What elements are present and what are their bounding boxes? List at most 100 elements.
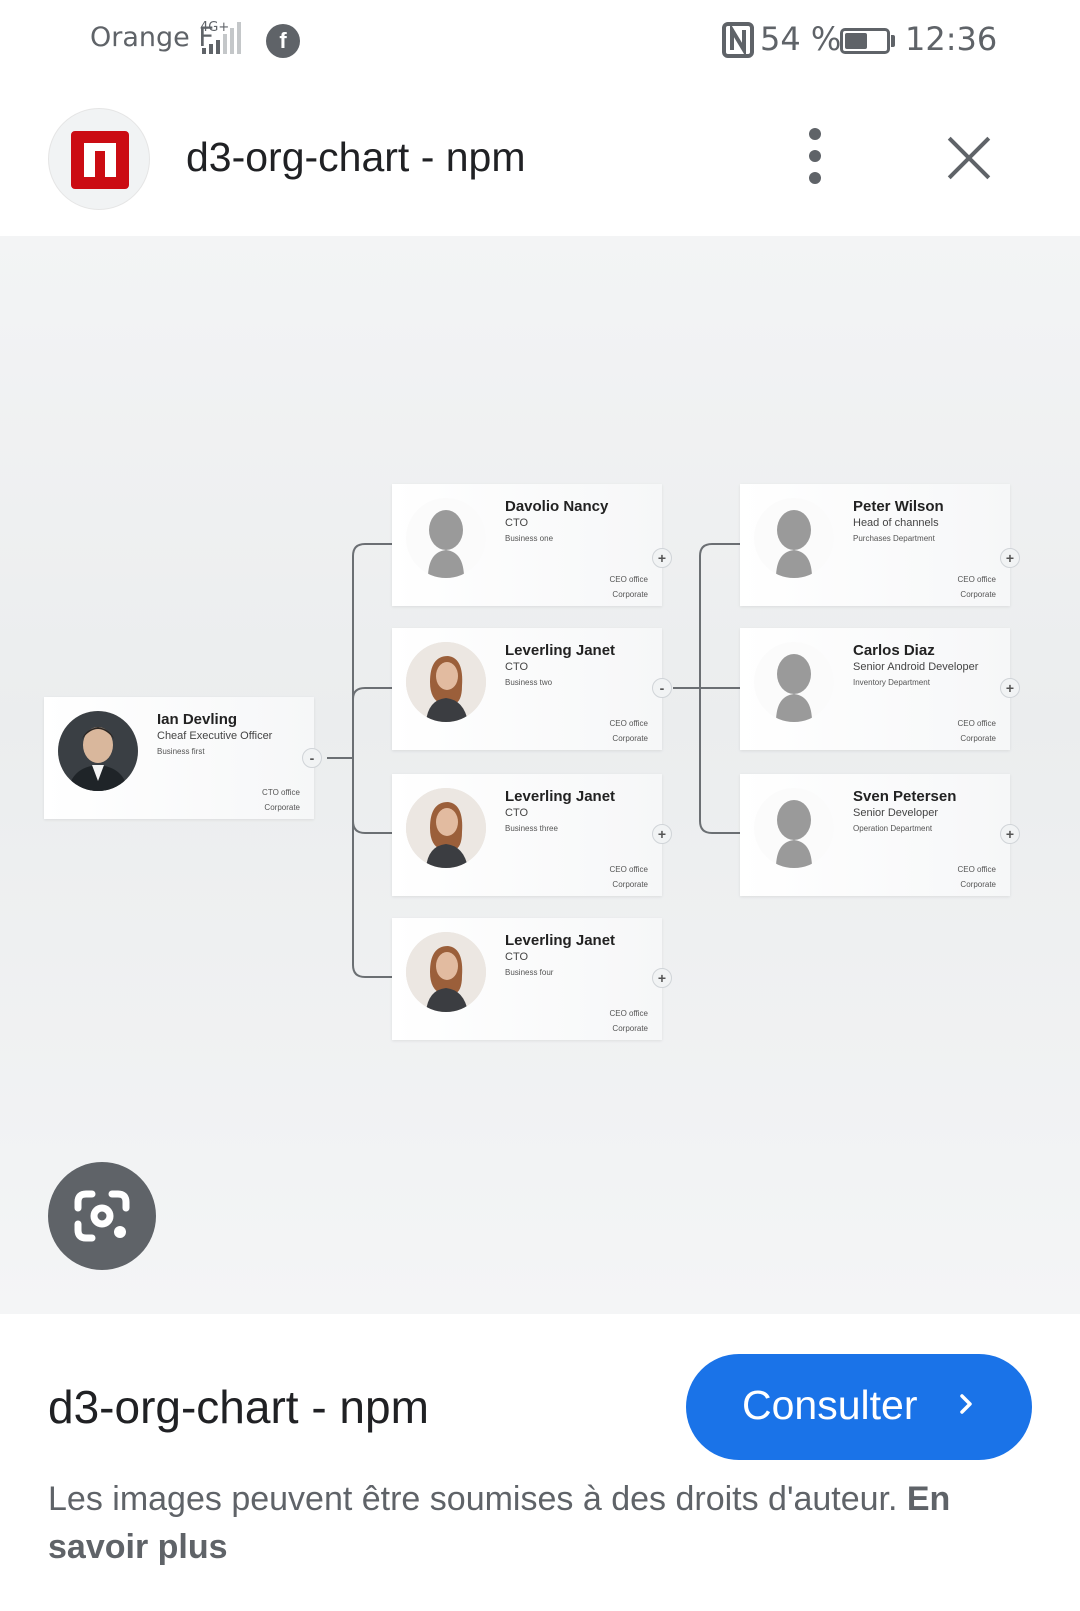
nfc-icon [722,22,754,58]
node-name: Ian Devling [157,711,238,728]
node-role: Cheaf Executive Officer [157,730,273,742]
visit-button[interactable]: Consulter [686,1354,1032,1460]
battery-level-fill [845,33,867,49]
chevron-right-icon [960,1394,972,1414]
google-lens-icon [74,1190,130,1242]
node-role: Senior Developer [853,807,938,819]
carrier-label: Orange F [90,22,214,53]
node-location: Corporate [612,880,648,889]
org-node[interactable]: Leverling Janet CTO Business four CEO of… [392,918,662,1040]
node-team: Purchases Department [853,534,935,543]
node-team: Operation Department [853,824,933,833]
person-silhouette-icon [776,654,812,722]
node-role: Senior Android Developer [853,661,979,673]
network-type-label: 4G+ [200,20,229,35]
node-office: CEO office [957,719,996,728]
signal-icon: 4G+ [200,20,241,54]
org-node[interactable]: Davolio Nancy CTO Business one CEO offic… [392,484,662,606]
copyright-notice-text: Les images peuvent être soumises à des d… [48,1480,907,1518]
person-photo-icon [406,932,486,1012]
copyright-notice: Les images peuvent être soumises à des d… [48,1475,1028,1571]
org-node[interactable]: Leverling Janet CTO Business two CEO off… [392,628,662,750]
battery-percent: 54 % [760,20,842,58]
person-photo-icon [406,642,486,722]
expand-toggle[interactable]: + [652,548,672,568]
node-team: Business two [505,678,553,687]
page-title[interactable]: d3-org-chart - npm [186,134,526,180]
person-silhouette-icon [776,510,812,578]
battery-icon [840,28,890,54]
node-team: Inventory Department [853,678,930,687]
result-title[interactable]: d3-org-chart - npm [48,1381,429,1433]
node-office: CEO office [609,865,648,874]
node-location: Corporate [960,880,996,889]
node-team: Business four [505,968,554,977]
avatar-placeholder [754,642,834,722]
avatar-placeholder [754,788,834,868]
person-silhouette-icon [776,800,812,868]
npm-logo-mark [71,131,129,189]
npm-logo-icon[interactable] [48,108,150,210]
expand-toggle[interactable]: + [1000,548,1020,568]
avatar [58,711,138,791]
node-team: Business one [505,534,554,543]
node-office: CTO office [262,788,300,797]
node-team: Business three [505,824,558,833]
facebook-notification-icon: f [266,24,300,58]
node-role: CTO [505,661,529,673]
expand-toggle[interactable]: + [652,968,672,988]
person-photo-icon [58,711,138,791]
collapse-toggle[interactable]: - [302,748,322,768]
node-office: CEO office [957,865,996,874]
org-node-root[interactable]: Ian Devling Cheaf Executive Officer Busi… [44,697,314,819]
expand-toggle[interactable]: + [1000,678,1020,698]
node-office: CEO office [957,575,996,584]
collapse-toggle[interactable]: - [652,678,672,698]
org-node[interactable]: Peter Wilson Head of channels Purchases … [740,484,1010,606]
org-chart-connectors [327,543,740,978]
node-location: Corporate [612,734,648,743]
status-bar: Orange F 4G+ f 54 % 12:36 [0,0,1080,84]
avatar-placeholder [754,498,834,578]
node-name: Davolio Nancy [505,498,609,515]
google-lens-button[interactable] [48,1162,156,1270]
node-team: Business first [157,747,205,756]
node-location: Corporate [264,803,300,812]
node-office: CEO office [609,1009,648,1018]
visit-button-label: Consulter [742,1382,918,1428]
expand-toggle[interactable]: + [652,824,672,844]
person-silhouette-icon [428,510,464,578]
avatar [406,932,486,1012]
node-office: CEO office [609,575,648,584]
more-vert-icon[interactable] [800,128,830,188]
node-name: Sven Petersen [853,788,957,805]
close-icon[interactable] [945,134,993,182]
node-name: Carlos Diaz [853,642,935,659]
learn-more-link[interactable]: En savoir plus [48,1480,951,1566]
org-node[interactable]: Sven Petersen Senior Developer Operation… [740,774,1010,896]
avatar [406,788,486,868]
clock: 12:36 [905,20,998,58]
org-node[interactable]: Carlos Diaz Senior Android Developer Inv… [740,628,1010,750]
node-location: Corporate [612,1024,648,1033]
node-role: CTO [505,951,529,963]
avatar-placeholder [406,498,486,578]
avatar [406,642,486,722]
node-name: Leverling Janet [505,642,616,659]
battery-tip [891,35,895,47]
org-node[interactable]: Leverling Janet CTO Business three CEO o… [392,774,662,896]
node-location: Corporate [612,590,648,599]
node-name: Leverling Janet [505,932,616,949]
image-preview[interactable]: Ian Devling Cheaf Executive Officer Busi… [0,236,1080,1314]
person-photo-icon [406,788,486,868]
node-name: Peter Wilson [853,498,944,515]
node-role: Head of channels [853,517,939,529]
node-location: Corporate [960,734,996,743]
node-role: CTO [505,517,529,529]
node-role: CTO [505,807,529,819]
viewer-header: d3-org-chart - npm [0,84,1080,236]
node-office: CEO office [609,719,648,728]
node-location: Corporate [960,590,996,599]
node-name: Leverling Janet [505,788,616,805]
expand-toggle[interactable]: + [1000,824,1020,844]
